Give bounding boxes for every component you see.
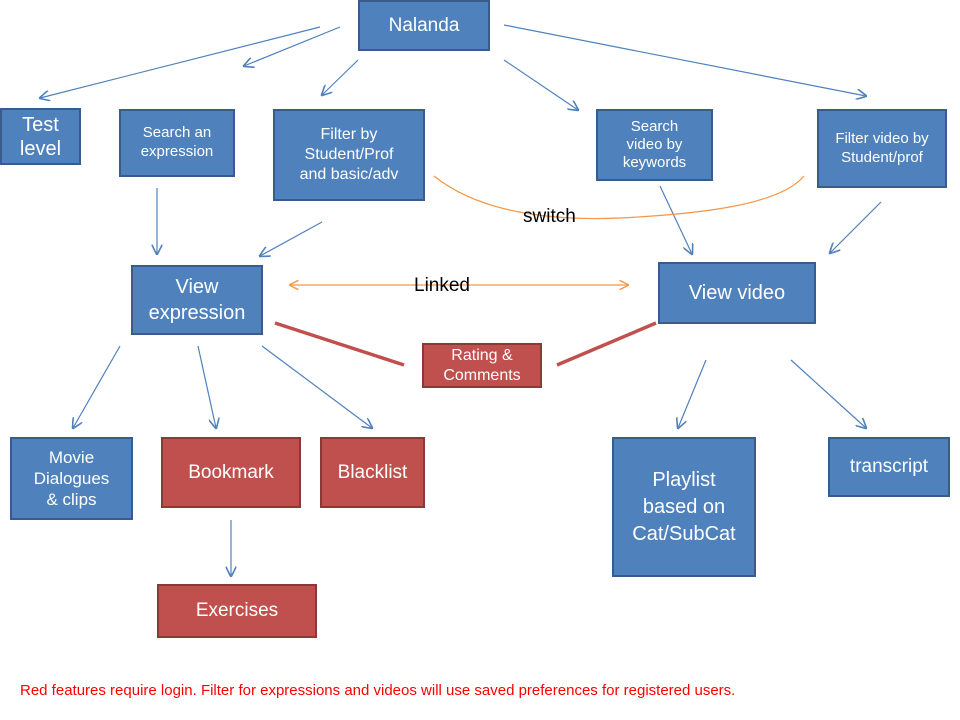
arrow-nalanda-to-search-video [503,59,578,110]
node-blacklist: Blacklist [320,437,425,508]
arrow-nalanda-to-filter-student-prof [322,59,359,95]
footer-note: Red features require login. Filter for e… [20,682,736,699]
node-bookmark: Bookmark [161,437,301,508]
node-view-expression: View expression [131,265,263,335]
arrow-view-expression-to-blacklist [261,345,372,428]
rating-connector-video [556,321,657,367]
arrow-search-video-to-view-video [659,185,692,254]
rating-connector-expression [274,321,405,367]
node-search-video-keywords: Search video by keywords [596,109,713,181]
node-transcript: transcript [828,437,950,497]
node-test-level: Test level [0,108,81,165]
arrow-view-video-to-playlist [678,359,707,428]
node-playlist: Playlist based on Cat/SubCat [612,437,756,577]
arrow-nalanda-to-test-level [40,26,321,98]
node-search-expression: Search an expression [119,109,235,177]
switch-connector [433,175,805,220]
label-switch: switch [523,206,576,227]
label-linked: Linked [414,275,470,296]
node-rating-comments: Rating & Comments [422,343,542,388]
node-view-video: View video [658,262,816,324]
node-filter-video: Filter video by Student/prof [817,109,947,188]
node-exercises: Exercises [157,584,317,638]
arrow-filter-student-prof-to-view-expression [260,221,323,256]
arrow-nalanda-to-filter-video [503,24,866,96]
arrow-filter-video-to-view-video [830,201,882,253]
node-filter-student-prof: Filter by Student/Prof and basic/adv [273,109,425,201]
arrow-view-expression-to-movie [73,345,121,428]
arrow-view-expression-to-bookmark [197,345,216,428]
arrow-nalanda-to-search-expression [244,26,341,66]
node-nalanda: Nalanda [358,0,490,51]
node-movie-dialogues: Movie Dialogues & clips [10,437,133,520]
arrow-view-video-to-transcript [790,359,866,428]
